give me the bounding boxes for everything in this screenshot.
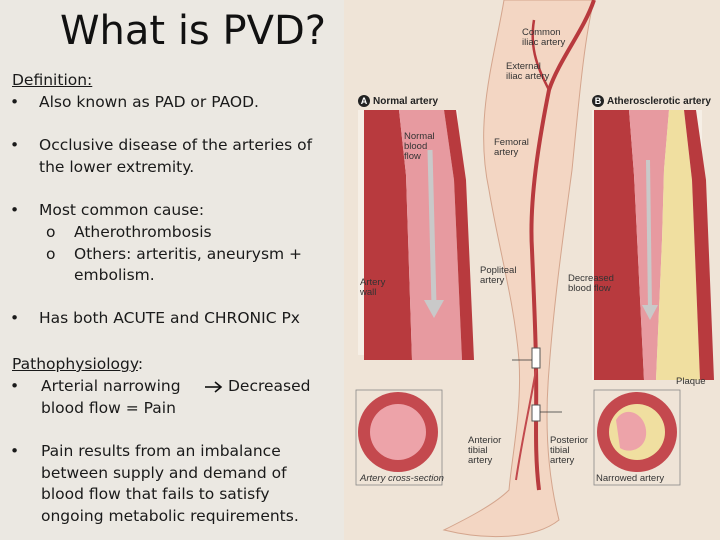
section-marker-a — [531, 347, 541, 369]
athero-cross-lumen — [616, 411, 647, 451]
label-external-iliac-1: External — [506, 61, 541, 72]
athero-plaque — [656, 110, 700, 380]
panel-b-badge: B — [592, 95, 604, 107]
section-marker-b — [531, 404, 541, 422]
anterior-tibial-branch — [515, 369, 537, 481]
label-posterior-tibial-2: tibial — [550, 445, 570, 456]
bullet-text: Has both ACUTE and CHRONIC Px — [39, 309, 300, 327]
iliac-branch — [531, 19, 551, 91]
sub-bullet-text: Others: arteritis, aneurysm + — [74, 245, 303, 263]
bullet-text: Pain results from an imbalance — [41, 442, 281, 460]
sub-bullet-marker: o — [46, 223, 56, 241]
bullet-dot: • — [10, 442, 20, 460]
bullet-text: Decreased — [228, 377, 311, 395]
panel-a-badge: A — [358, 95, 370, 107]
label-femoral-2: artery — [494, 147, 519, 158]
label-anterior-tibial-1: Anterior — [468, 435, 502, 446]
label-common-iliac-1: Common — [522, 27, 561, 38]
panel-a-title: Normal artery — [373, 96, 439, 107]
arrow-right-icon — [205, 381, 223, 393]
athero-artery-wall — [594, 110, 644, 380]
label-artery-wall-1: Artery — [360, 277, 386, 288]
decreased-flow-arrow-head — [642, 305, 658, 320]
cross-section-frame — [593, 389, 681, 486]
bullet-text: blood flow that fails to satisfy — [41, 485, 270, 503]
text-panel: What is PVD? Definition: • Also known as… — [0, 0, 344, 540]
bullet-dot: • — [10, 377, 20, 395]
heading-colon: : — [137, 355, 144, 373]
athero-artery-outer — [684, 110, 714, 380]
normal-cross-lumen — [370, 404, 426, 460]
cross-section-frame — [355, 389, 443, 486]
definition-bullet-1: • Also known as PAD or PAOD. — [10, 92, 340, 114]
bullet-text: Arterial narrowing — [41, 377, 181, 395]
panel-b-title: Atherosclerotic artery — [607, 96, 711, 107]
bullet-dot: • — [10, 201, 20, 219]
sub-bullet-2: o Others: arteritis, aneurysm + embolism… — [46, 244, 302, 284]
definition-bullet-3: • Most common cause: — [10, 200, 340, 222]
pvd-illustration: Common iliac artery External iliac arter… — [344, 0, 720, 540]
bullet-dot: • — [10, 136, 20, 154]
label-normal-flow-3: flow — [404, 151, 421, 162]
patho-bullet-1: • Arterial narrowing Decreased blood flo… — [10, 376, 340, 420]
flow-arrow-head — [424, 300, 444, 318]
normal-artery-outer — [444, 110, 474, 360]
definition-bullet-4: • Has both ACUTE and CHRONIC Px — [10, 308, 340, 330]
pathophysiology-heading-text: Pathophysiology — [12, 355, 138, 373]
bullet-text: the lower extremity. — [39, 158, 195, 176]
label-femoral-1: Femoral — [494, 137, 529, 148]
label-external-iliac-2: iliac artery — [506, 71, 550, 82]
bullet-text: Most common cause: — [39, 201, 205, 219]
label-posterior-tibial-1: Posterior — [550, 435, 589, 446]
pathophysiology-heading: Pathophysiology: — [12, 354, 143, 375]
definition-bullet-2: • Occlusive disease of the arteries of t… — [10, 135, 340, 179]
sub-bullet-1: o Atherothrombosis — [46, 222, 212, 244]
patho-bullet-2: • Pain results from an imbalance between… — [10, 441, 340, 529]
bullet-dot: • — [10, 93, 20, 111]
label-decreased-flow-1: Decreased — [568, 273, 614, 284]
sub-bullet-marker: o — [46, 245, 56, 263]
label-normal-flow-2: blood — [404, 141, 428, 152]
artery-illustration — [355, 0, 714, 538]
definition-heading: Definition: — [12, 71, 93, 89]
slide-title: What is PVD? — [60, 8, 326, 54]
label-posterior-tibial-3: artery — [550, 455, 575, 466]
bullet-text: Occlusive disease of the arteries of — [39, 136, 313, 154]
bullet-text: between supply and demand of — [41, 463, 287, 482]
sub-bullet-text: Atherothrombosis — [74, 223, 212, 241]
label-anterior-tibial-2: tibial — [468, 445, 488, 456]
sub-bullet-text: embolism. — [74, 266, 155, 284]
leg-artery — [529, 0, 596, 491]
bullet-text: blood flow = Pain — [41, 399, 176, 417]
label-popliteal-1: Popliteal — [480, 265, 517, 276]
bullet-dot: • — [10, 309, 20, 327]
label-normal-flow-1: Normal — [404, 131, 435, 142]
label-anterior-tibial-3: artery — [468, 455, 493, 466]
flow-arrow-shaft — [427, 149, 437, 306]
label-artery-wall-2: wall — [360, 287, 377, 298]
label-common-iliac-2: iliac artery — [522, 37, 566, 48]
label-plaque: Plaque — [676, 376, 706, 387]
label-narrowed-artery: Narrowed artery — [596, 473, 665, 484]
leg-outline — [442, 0, 595, 538]
bullet-text: ongoing metabolic requirements. — [41, 506, 299, 525]
label-decreased-flow-2: blood flow — [568, 283, 611, 294]
bullet-text: Also known as PAD or PAOD. — [39, 93, 259, 111]
normal-artery-wall — [364, 110, 412, 360]
label-popliteal-2: artery — [480, 275, 505, 286]
decreased-flow-arrow — [646, 159, 652, 311]
label-cross-section: Artery cross-section — [360, 473, 444, 484]
